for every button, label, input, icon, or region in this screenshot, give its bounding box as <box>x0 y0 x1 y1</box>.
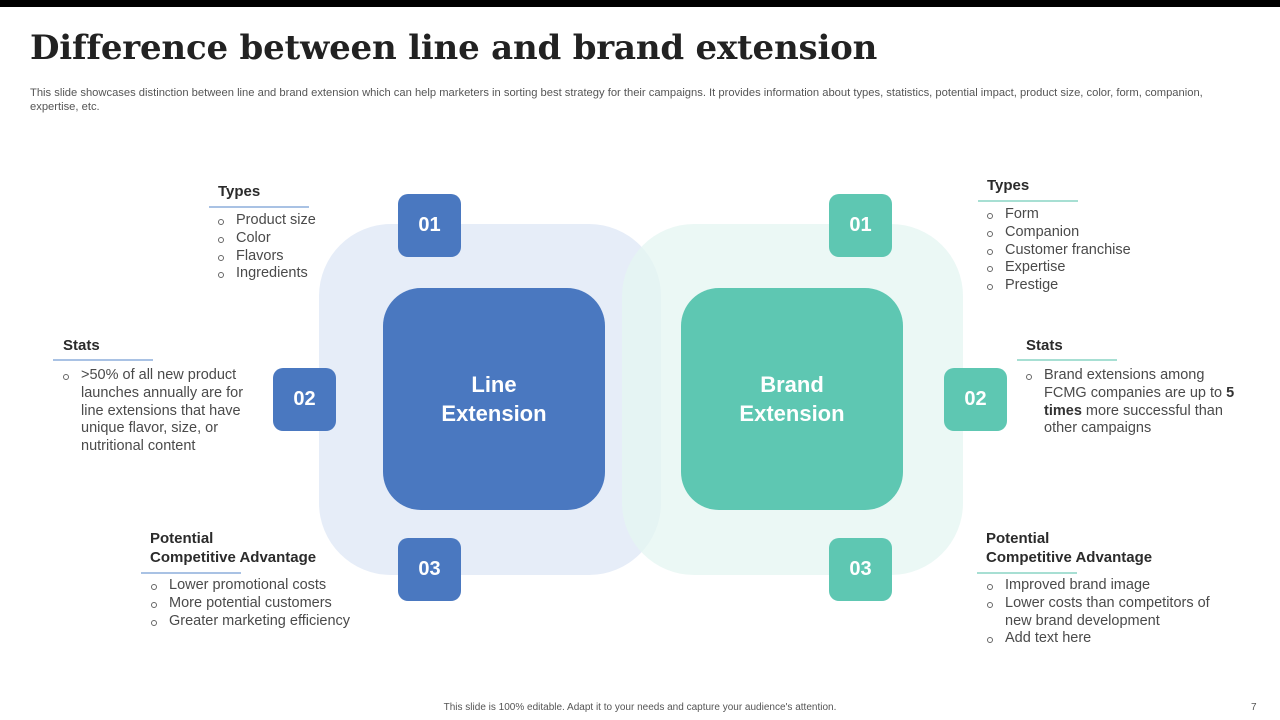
line-types-list: Product size Color Flavors Ingredients <box>217 212 377 283</box>
line-advantage-heading-line1: Potential <box>150 530 214 547</box>
line-number-03: 03 <box>398 538 461 601</box>
line-advantage-heading-line2: Competitive Advantage <box>150 549 317 566</box>
line-advantage-list: Lower promotional costs More potential c… <box>150 577 380 630</box>
line-extension-label-line1: Line <box>471 372 517 397</box>
line-number-01: 01 <box>398 194 461 257</box>
slide-footer: This slide is 100% editable. Adapt it to… <box>443 702 837 713</box>
line-stats-heading: Stats <box>63 337 100 354</box>
list-item: Expertise <box>986 259 1186 277</box>
brand-stats-text-bold: 5 times <box>1044 384 1235 419</box>
list-item: Product size <box>217 212 377 230</box>
brand-number-02: 02 <box>944 368 1007 431</box>
list-item: Brand extensions among FCMG companies ar… <box>1025 367 1245 438</box>
line-types-heading: Types <box>218 183 261 200</box>
brand-number-03: 03 <box>829 538 892 601</box>
list-item: Customer franchise <box>986 242 1186 260</box>
list-item: Color <box>217 230 377 248</box>
list-item: Ingredients <box>217 265 377 283</box>
list-item: Add text here <box>986 630 1226 648</box>
brand-stats-list: Brand extensions among FCMG companies ar… <box>1025 367 1245 438</box>
brand-stats-divider <box>1017 359 1117 361</box>
list-item: More potential customers <box>150 595 380 613</box>
brand-advantage-heading-line1: Potential <box>986 530 1050 547</box>
line-stats-list: >50% of all new product launches annuall… <box>62 367 262 456</box>
top-bar <box>0 0 1280 7</box>
brand-stats-text-before: Brand extensions among FCMG companies ar… <box>1044 367 1227 401</box>
brand-types-list: Form Companion Customer franchise Expert… <box>986 206 1186 295</box>
list-item: Form <box>986 206 1186 224</box>
brand-extension-label-line2: Extension <box>739 401 845 426</box>
list-item: Greater marketing efficiency <box>150 613 380 631</box>
page-number: 7 <box>1251 702 1257 713</box>
list-item: Improved brand image <box>986 577 1226 595</box>
line-extension-label-line2: Extension <box>441 401 547 426</box>
slide-title: Difference between line and brand extens… <box>30 28 878 68</box>
line-advantage-divider <box>141 572 241 574</box>
list-item: >50% of all new product launches annuall… <box>62 367 262 456</box>
line-types-divider <box>209 206 309 208</box>
brand-types-heading: Types <box>987 177 1030 194</box>
brand-advantage-heading-line2: Competitive Advantage <box>986 549 1153 566</box>
brand-types-divider <box>978 200 1078 202</box>
brand-advantage-divider <box>977 572 1077 574</box>
line-stats-divider <box>53 359 153 361</box>
brand-advantage-list: Improved brand image Lower costs than co… <box>986 577 1226 648</box>
list-item: Flavors <box>217 248 377 266</box>
list-item: Companion <box>986 224 1186 242</box>
brand-extension-label-line1: Brand <box>760 372 824 397</box>
brand-stats-heading: Stats <box>1026 337 1063 354</box>
brand-number-01: 01 <box>829 194 892 257</box>
line-number-02: 02 <box>273 368 336 431</box>
brand-stats-text-after: more successful than other campaigns <box>1044 402 1223 437</box>
list-item: Lower costs than competitors of new bran… <box>986 595 1226 631</box>
slide-subtitle: This slide showcases distinction between… <box>30 87 1203 113</box>
list-item: Prestige <box>986 277 1186 295</box>
list-item: Lower promotional costs <box>150 577 380 595</box>
